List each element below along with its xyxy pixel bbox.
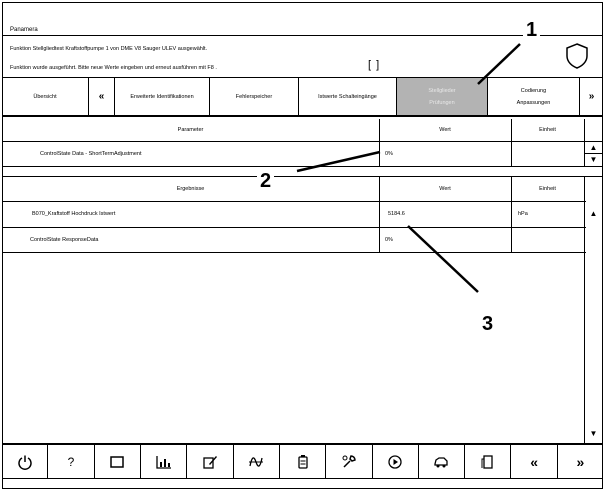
- square-icon: [110, 455, 125, 468]
- callout-1: 1: [523, 19, 541, 42]
- tab-label: «: [98, 90, 105, 102]
- forward-button[interactable]: »: [558, 445, 603, 478]
- vehicle-button[interactable]: [419, 445, 466, 478]
- scroll-up-button[interactable]: ▲: [589, 142, 598, 152]
- power-icon: [17, 455, 32, 470]
- value-header: Wert: [439, 127, 451, 133]
- results-scroll-up-button[interactable]: ▲: [589, 208, 598, 218]
- tab-actuator-tests[interactable]: Stellglieder Prüfungen: [397, 78, 488, 115]
- window-title-bar: Panamera: [2, 22, 603, 36]
- chart-icon: [155, 455, 171, 469]
- signal-icon: [249, 456, 264, 467]
- tab-overview[interactable]: Übersicht: [2, 78, 89, 115]
- tab-prev-button[interactable]: «: [89, 78, 115, 115]
- result-name-cell: B070_Kraftstoff Hochdruck Istwert: [32, 211, 116, 217]
- window-title: Panamera: [10, 27, 38, 33]
- tab-extended-identifications[interactable]: Erweiterte Identifikationen: [115, 78, 210, 115]
- tab-fault-memory[interactable]: Fehlerspeicher: [210, 78, 299, 115]
- callout-3: 3: [479, 313, 497, 336]
- unit-header: Einheit: [539, 127, 556, 133]
- bottom-toolbar: ? « »: [2, 443, 603, 479]
- tab-coding-adaptations[interactable]: Codierung Anpassungen: [488, 78, 580, 115]
- edit-button[interactable]: [187, 445, 234, 478]
- tool-button[interactable]: [326, 445, 373, 478]
- battery-icon: [297, 454, 308, 469]
- back-button[interactable]: «: [511, 445, 558, 478]
- tab-bar: Übersicht « Erweiterte Identifikationen …: [2, 77, 603, 117]
- car-icon: [434, 456, 449, 467]
- status-message-2: Funktion wurde ausgeführt. Bitte neue We…: [10, 65, 217, 71]
- shield-icon: [566, 43, 588, 69]
- tab-label: Erweiterte Identifikationen: [130, 93, 194, 100]
- tab-label: Codierung Anpassungen: [516, 87, 551, 106]
- help-icon: ?: [67, 454, 75, 469]
- tab-next-button[interactable]: »: [580, 78, 603, 115]
- results-header: Ergebnisse: [176, 185, 205, 192]
- status-message-1: Funktion Stellgliedtest Kraftstoffpumpe …: [10, 46, 208, 52]
- play-icon: [388, 454, 402, 469]
- play-button[interactable]: [373, 445, 419, 478]
- tab-label: Stellglieder Prüfungen: [428, 87, 456, 106]
- tab-label: »: [588, 90, 595, 102]
- tab-label: Istwerte Schalteingänge: [318, 93, 377, 100]
- power-button[interactable]: [2, 445, 49, 478]
- help-button[interactable]: ?: [48, 445, 95, 478]
- input-brackets: [ ]: [368, 59, 381, 71]
- result-name-cell: ControlState ResponseData: [30, 236, 99, 243]
- back-icon: «: [530, 453, 538, 470]
- results-unit-header: Einheit: [539, 185, 556, 192]
- callout-2: 2: [257, 170, 275, 193]
- result-value-cell: 0%: [385, 236, 393, 243]
- edit-icon: [203, 455, 217, 469]
- parameter-value-cell[interactable]: 0%: [385, 150, 393, 157]
- chart-button[interactable]: [141, 445, 188, 478]
- window-button[interactable]: [95, 445, 141, 478]
- signal-button[interactable]: [234, 445, 280, 478]
- result-value-cell: 5184.6: [388, 211, 405, 217]
- copy-button[interactable]: [465, 445, 512, 478]
- results-value-header: Wert: [439, 185, 451, 192]
- results-scroll-down-button[interactable]: ▼: [589, 428, 598, 438]
- scroll-down-button[interactable]: ▼: [584, 153, 603, 165]
- parameter-name-cell: ControlState Data - ShortTermAdjustment: [40, 150, 142, 157]
- tab-label: Fehlerspeicher: [235, 93, 273, 100]
- tab-actual-values[interactable]: Istwerte Schalteingänge: [299, 78, 397, 115]
- tool-icon: [342, 454, 356, 468]
- parameter-header: Parameter: [177, 127, 204, 133]
- tab-label: Übersicht: [33, 93, 57, 100]
- copy-icon: [481, 454, 493, 469]
- result-unit-cell: hPa: [518, 211, 528, 217]
- battery-button[interactable]: [280, 445, 327, 478]
- forward-icon: »: [576, 453, 585, 470]
